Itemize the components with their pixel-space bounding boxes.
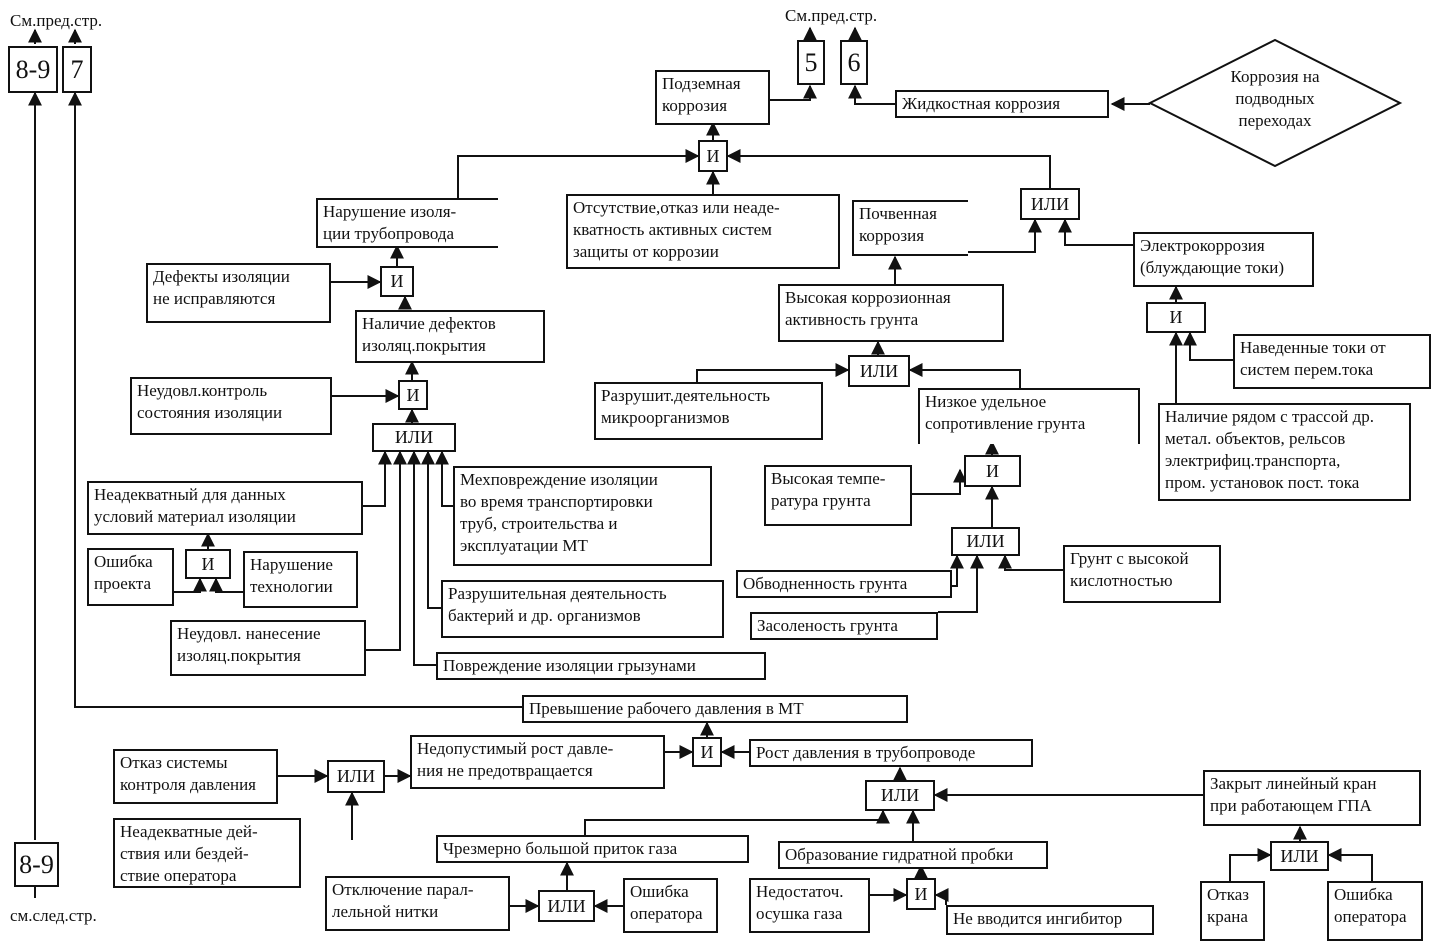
and-gate-material: И: [185, 549, 231, 579]
poor-control-box: Неудовл.контроль состояния изоляции: [130, 377, 332, 435]
electrocorrosion-box: Электрокоррозия (блуждающие токи): [1133, 232, 1314, 287]
metal-objects-box: Наличие рядом с трассой др. метал. объек…: [1158, 403, 1411, 501]
or-gate-gas-inflow: ИЛИ: [538, 890, 595, 922]
operator-inaction-box: Неадекватные дей- ствия или бездей- стви…: [113, 818, 301, 888]
and-gate-insulation-violation: И: [380, 266, 414, 297]
inadequate-material-box: Неадекватный для данных условий материал…: [87, 481, 363, 535]
next-page-ref: см.след.стр.: [10, 906, 97, 925]
pressure-growth-box: Рост давления в трубопроводе: [749, 739, 1033, 767]
prev-page-ref-left: См.пред.стр.: [10, 11, 103, 30]
active-protection-box: Отсутствие,отказ или неаде- кватность ак…: [566, 194, 840, 269]
microorganisms-box: Разрушит.деятельность микроорганизмов: [594, 382, 823, 440]
soil-watering-box: Обводненность грунта: [736, 570, 952, 598]
or-gate-soil-activity: ИЛИ: [848, 355, 910, 387]
valve-closed-box: Закрыт линейный кран при работающем ГПА: [1203, 770, 1421, 826]
and-gate-resistivity: И: [964, 455, 1021, 487]
salinity-box: Засоленость грунта: [750, 612, 938, 640]
valve-failure-box: Отказ крана: [1200, 881, 1265, 941]
and-gate-overpressure: И: [692, 737, 722, 767]
underwater-corrosion-label: Коррозия на подводных переходах: [1230, 67, 1320, 130]
high-temperature-box: Высокая темпе- ратура грунта: [764, 465, 912, 526]
high-soil-activity-box: Высокая коррозионная активность грунта: [778, 284, 1004, 342]
or-gate-defects: ИЛИ: [372, 423, 456, 452]
prev-page-ref-top: См.пред.стр.: [785, 6, 878, 25]
defects-present-box: Наличие дефектов изоляц.покрытия: [355, 310, 545, 363]
induced-currents-box: Наведенные токи от систем перем.тока: [1233, 334, 1431, 389]
or-gate-control: ИЛИ: [327, 760, 385, 793]
liquid-corrosion-box: Жидкостная коррозия: [895, 90, 1109, 118]
connector-6: 6: [840, 40, 868, 85]
and-gate-underground: И: [698, 140, 728, 172]
insulation-violation-box: Нарушение изоля- ции трубопровода: [316, 198, 498, 248]
low-resistivity-box: Низкое удельное сопротивление грунта: [918, 388, 1140, 444]
soil-corrosion-box: Почвенная коррозия: [852, 200, 968, 256]
or-gate-soil-electro: ИЛИ: [1020, 188, 1080, 220]
mech-damage-box: Мехповреждение изоляции во время транспо…: [453, 466, 712, 566]
parallel-line-off-box: Отключение парал- лельной нитки: [325, 876, 510, 931]
excess-gas-inflow-box: Чрезмерно большой приток газа: [436, 835, 749, 863]
insufficient-drying-box: Недостаточ. осушка газа: [749, 878, 870, 933]
and-gate-defects: И: [398, 380, 428, 410]
defects-not-fixed-box: Дефекты изоляции не исправляются: [146, 263, 331, 323]
connector-8-9-top: 8-9: [8, 46, 58, 93]
or-gate-pressure-growth: ИЛИ: [865, 780, 935, 811]
and-gate-electrocorrosion: И: [1146, 302, 1206, 333]
or-gate-valve: ИЛИ: [1270, 841, 1329, 871]
or-gate-soil-factors: ИЛИ: [951, 527, 1020, 556]
hydrate-plug-box: Образование гидратной пробки: [778, 841, 1048, 869]
underground-corrosion-box: Подземная коррозия: [655, 70, 770, 125]
acid-soil-box: Грунт с высокой кислотностью: [1063, 545, 1221, 603]
and-gate-hydrate: И: [906, 878, 936, 910]
poor-application-box: Неудовл. нанесение изоляц.покрытия: [170, 620, 366, 676]
operator-error-box-1: Ошибка оператора: [623, 878, 718, 933]
connector-8-9-bottom: 8-9: [14, 842, 59, 887]
design-error-box: Ошибка проекта: [87, 548, 174, 606]
tech-violation-box: Нарушение технологии: [243, 551, 358, 608]
operator-error-box-2: Ошибка оператора: [1327, 881, 1423, 941]
diamond-shape: [1147, 38, 1403, 168]
rodents-box: Повреждение изоляции грызунами: [436, 652, 766, 680]
connector-7: 7: [62, 46, 92, 93]
connector-5: 5: [797, 40, 825, 85]
bacteria-box: Разрушительная деятельность бактерий и д…: [441, 580, 724, 638]
growth-not-prevented-box: Недопустимый рост давле- ния не предотвр…: [410, 735, 665, 789]
no-inhibitor-box: Не вводится ингибитор: [946, 905, 1154, 935]
overpressure-box: Превышение рабочего давления в МТ: [522, 695, 908, 723]
pressure-control-failure-box: Отказ системы контроля давления: [113, 749, 278, 804]
